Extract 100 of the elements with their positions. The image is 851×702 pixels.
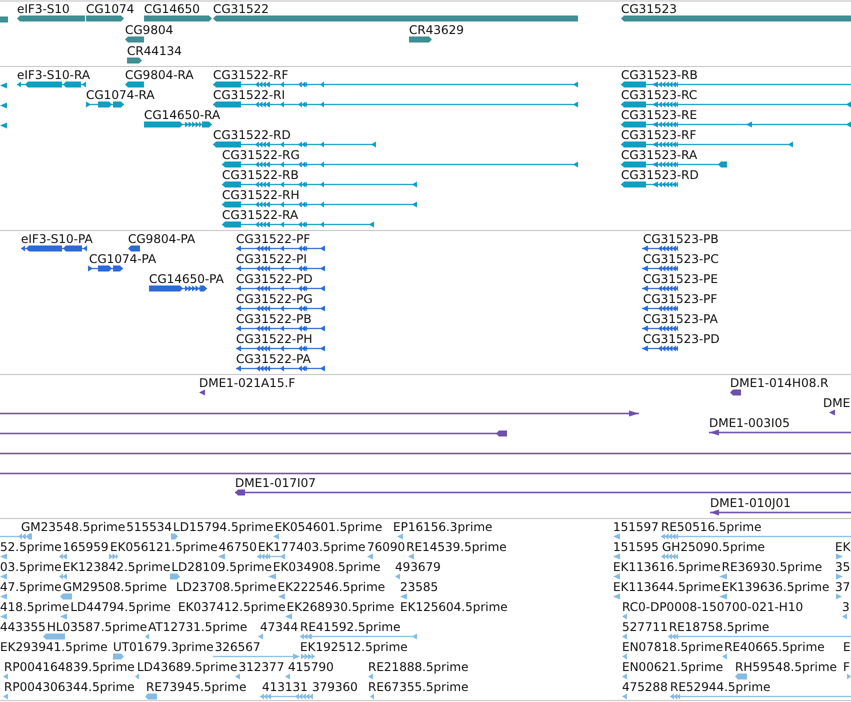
feature-label: CG31523-PC [643,252,719,266]
feature-label: RP004164839.5prime [4,660,135,674]
feature-label: 35 [835,560,850,574]
feature-label: CG14650 [144,2,200,16]
feature-label: 03.5prime [0,560,62,574]
feature-label: UT01679.3prime [113,640,214,654]
feature-label: CG31522 [213,2,269,16]
feature-label: RE21888.5prime [368,660,468,674]
feature-label: GM29508.5prime [62,580,167,594]
feature-label: RE50516.5prime [661,520,762,534]
feature-label: DME1-021A15.F [199,376,296,390]
feature-label: CG31522-RH [222,188,300,202]
feature-label: 165959 [62,540,108,554]
feature-label: EK139636.5prime [722,580,830,594]
feature-label: 47344 [260,620,298,634]
feature-label: 37 [835,580,850,594]
feature-label: E [843,640,851,654]
feature-label: 23585 [400,580,438,594]
feature-label: CG31522-RB [222,168,299,182]
feature-label: CG31522-RG [222,148,300,162]
transcript-glyph [0,102,7,108]
feature-label: EK177403.5prime [258,540,366,554]
feature-label: EK113616.5prime [613,560,721,574]
feature-label: CG31523-PF [643,292,718,306]
feature-label: CG1074-RA [86,88,155,102]
feature-label: DME1-003I05 [709,416,790,430]
feature-label: CG31523-RA [621,148,698,162]
feature-label: CG14650-PA [149,272,224,286]
feature-label: DME [823,396,850,410]
feature-label: LD23708.5prime [176,580,277,594]
feature-label: DME1-010J01 [710,496,791,510]
feature-label: 415790 [288,660,334,674]
feature-label: RE18758.5prime [668,620,770,634]
feature-label: GH25090.5prime [662,540,765,554]
feature-label: 326567 [214,640,261,654]
feature-label: 475288 [622,680,668,694]
feature-label: EK056121.5prime [110,540,218,554]
feature-label: 443355 [0,620,46,634]
feature-label: EK222546.5prime [278,580,386,594]
feature-label: CG31523-RE [621,108,698,122]
feature-label: CG31522-PI [236,252,307,266]
feature-label: eIF3-S10-PA [21,232,93,246]
feature-label: CG31522-PG [236,292,313,306]
feature-label: GM23548.5prime [21,520,126,534]
feature-label: CG31523-RD [621,168,699,182]
gene-glyph [0,16,8,22]
feature-label: LD44794.5prime [70,600,171,614]
feature-label: RH59548.5prime [735,660,837,674]
feature-label: 379360 [312,680,358,694]
feature-label: CG31523-PA [643,312,718,326]
feature-label: 151597 [613,520,659,534]
feature-label: CG31523-RF [621,128,696,142]
feature-label: CG31523-PD [643,332,720,346]
clone-end-glyph [0,410,639,416]
transcript-glyph [0,122,7,128]
feature-label: EK054601.5prime [274,520,382,534]
feature-label: 418.5prime [0,600,70,614]
feature-label: DME1-017I07 [235,476,316,490]
feature-label: 46750 [218,540,257,554]
feature-label: EK125604.5prime [400,600,508,614]
feature-label: RE14539.5prime [406,540,507,554]
feature-label: EK034908.5prime [272,560,381,574]
feature-label: EN07818.5prime [622,640,724,654]
feature-label: RP004306344.5prime [4,680,135,694]
feature-label: CG31522-RD [213,128,291,142]
feature-label: CG9804-RA [125,68,194,82]
feature-label: RE52944.5prime [670,680,770,694]
feature-label: 527711 [622,620,668,634]
feature-label: EK037412.5prime [178,600,286,614]
transcript-glyph [0,82,7,88]
feature-label: CG31523-PB [643,232,719,246]
feature-label: F [843,660,850,674]
feature-label: CG31522-RF [213,68,288,82]
feature-label: CG31522-PA [236,352,311,366]
feature-label: 493679 [395,560,441,574]
feature-label: CG31522-RA [222,208,298,222]
feature-label: EP16156.3prime [393,520,492,534]
feature-label: CG31522-PF [236,232,310,246]
feature-label: EK113644.5prime [613,580,721,594]
feature-label: RE67355.5prime [368,680,468,694]
feature-label: EK268930.5prime [286,600,394,614]
feature-label: 413131 [262,680,308,694]
feature-label: eIF3-S10 [17,2,70,16]
clone-end-glyph [0,430,507,436]
feature-label: 312377 [238,660,284,674]
feature-label: CG9804-PA [128,232,196,246]
feature-label: 47.5prime [0,580,62,594]
feature-label: CG9804 [125,24,174,37]
feature-label: CG31522-PH [236,332,312,346]
feature-label: CR44134 [127,44,182,58]
feature-label: DME1-014H08.R [730,376,828,390]
feature-label: RE73945.5prime [146,680,246,694]
feature-label: RC0-DP0008-150700-021-H10 [622,600,804,614]
feature-label: EK293941.5prime [0,640,108,654]
feature-label: RE36930.5prime [722,560,822,574]
feature-label: RE40665.5prime [724,640,825,654]
feature-label: 151595 [613,540,659,554]
feature-label: LD43689.5prime [137,660,238,674]
feature-label: EK [835,540,850,554]
feature-label: HL03587.5prime [46,620,148,634]
